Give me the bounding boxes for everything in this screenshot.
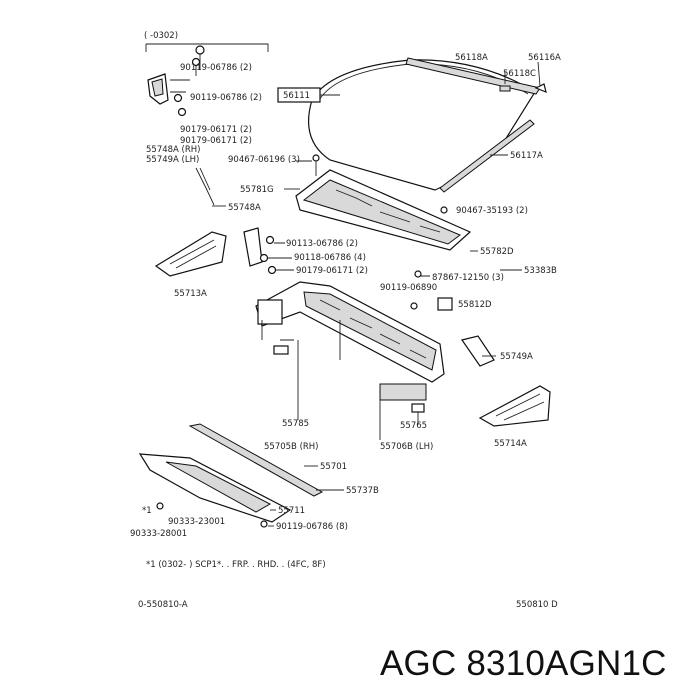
seal-55701: 55701 [188,423,347,497]
reinforcement-55749a: 55749A [461,335,533,367]
lower-panels: 55737B 55711 90119-06786 (8) *1 90333-23… [130,453,379,539]
footnote: *1 (0302- ) SCP1*. . FRP. . RHD. . (4FC,… [146,560,326,570]
label-reinf-55714a: 55714A [494,439,527,449]
label-cowl-side-lh: 55706B (LH) [380,442,433,452]
label-bracket-55748a: 55748A [228,203,261,213]
cowl-top: 90467-06196 (3) 55781G 90467-35193 (2) 5… [228,154,528,257]
label-bolt-90333: 90333-23001 [168,517,225,527]
label-cover-53383b: 53383B [524,266,557,276]
windshield: 56111 56118A 56116A 56118C 56117A [277,53,561,193]
reinforcement-55713a: 55713A [154,231,227,299]
label-molding-side: 56117A [510,151,543,161]
label-windshield: 56111 [283,91,310,101]
bracket-group-top: ( -0302) [144,31,269,52]
label-bolt-90119-3: 90119-06890 [380,283,437,293]
label-bolt-90119-2: 90119-06786 (2) [190,93,262,103]
label-clip-56118c: 56118C [503,69,536,79]
label-cowl-panel: 55782D [480,247,514,257]
cowl-bracket-left: 55748A 90113-06786 (2) 90118-06786 (4) 9… [212,203,368,276]
label-reinf-55713a: 55713A [174,289,207,299]
reinforcement-55714a: 55714A [478,385,551,449]
label-bolt-90118: 90118-06786 (4) [294,253,366,263]
label-mark-81: *1 [142,506,152,516]
label-part-55785: 55785 [282,419,309,429]
label-clip-90467-right: 90467-35193 (2) [456,206,528,216]
label-cowl-top: 55781G [240,185,274,195]
label-bolt-90119-4: 90119-06786 (8) [276,522,348,532]
cowl-main-panel: 55785 55765 55705B (RH) 55706B (LH) [255,281,445,452]
part-number-caption: AGC 8310AGN1C [380,644,667,683]
label-bracket-55812d: 55812D [458,300,492,310]
label-seal-55701: 55701 [320,462,347,472]
label-reinf-55749a: 55749A [500,352,533,362]
label-screw-87867: 87867-12150 (3) [432,273,504,283]
label-nut-90179-3: 90179-06171 (2) [296,266,368,276]
label-molding-upper-b: 56116A [528,53,561,63]
hinge-assembly: 90119-06786 (2) 90119-06786 (2) 90179-06… [146,45,262,206]
label-cowl-side-rh: 55705B (RH) [264,442,319,452]
label-hinge-rh: 55748A (RH) [146,145,201,155]
label-nut-90179-2: 90179-06171 (2) [180,136,252,146]
label-panel-55737b: 55737B [346,486,379,496]
label-nut-90179-1: 90179-06171 (2) [180,125,252,135]
label-part-55765: 55765 [400,421,427,431]
label-panel-55711: 55711 [278,506,305,516]
label-bolt-90113: 90113-06786 (2) [286,239,358,249]
label-hinge-lh: 55749A (LH) [146,155,199,165]
label-bolt-90119-1: 90119-06786 (2) [180,63,252,73]
label-bracket-top: ( -0302) [144,31,178,41]
code-left: 0-550810-A [138,600,188,610]
label-molding-upper: 56118A [455,53,488,63]
label-bolt-90333-b: 90333-28001 [130,529,187,539]
code-right: 550810 D [516,600,558,610]
label-clip-90467-left: 90467-06196 (3) [228,155,300,165]
screws-right: 87867-12150 (3) 53383B 90119-06890 55812… [380,266,557,311]
